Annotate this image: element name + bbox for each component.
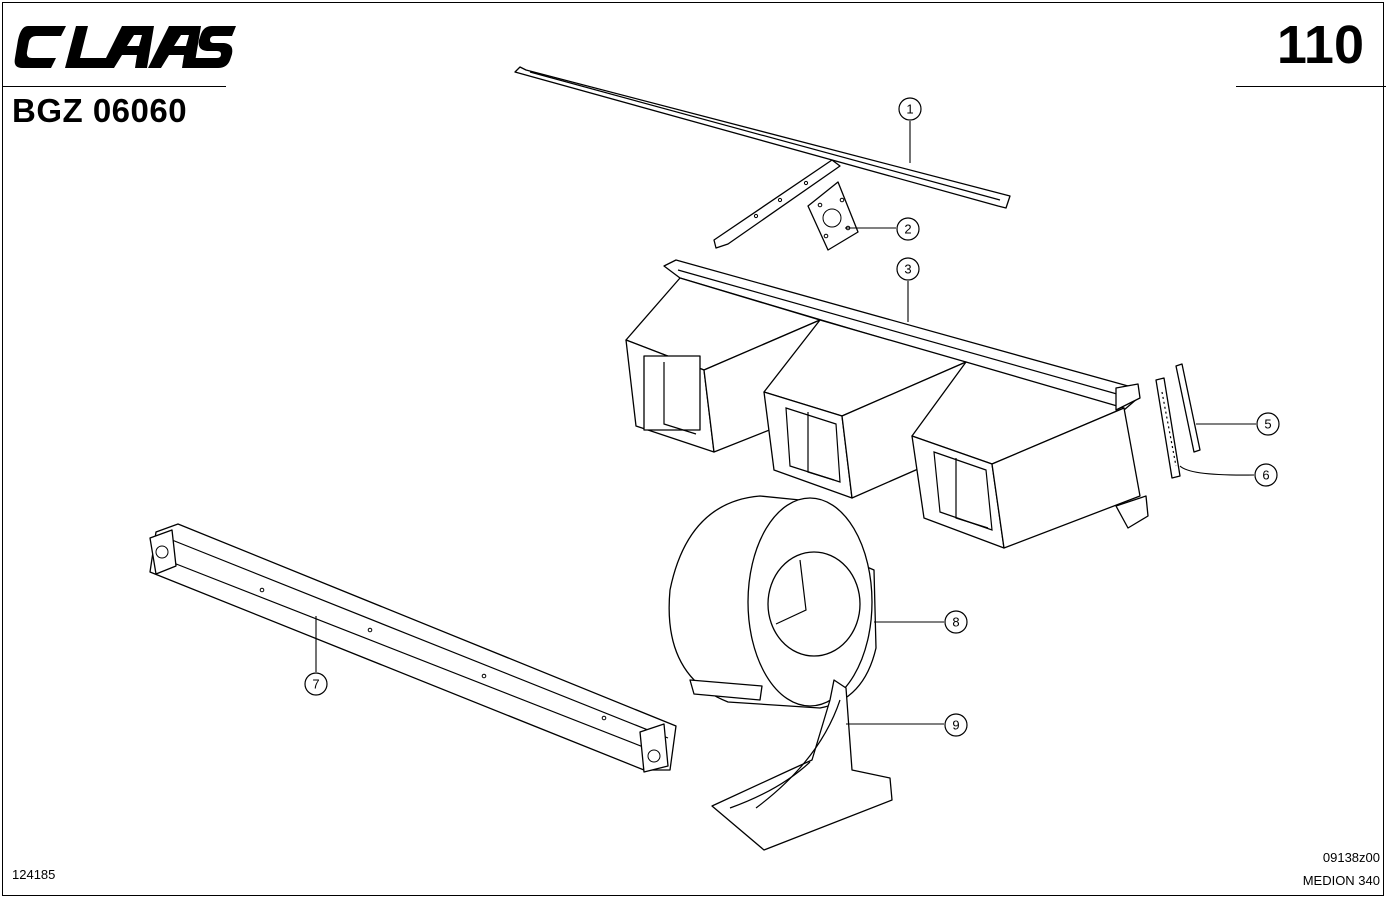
document-number: 124185 [12,867,56,882]
part-9-fan-base [711,679,893,851]
callout-3-label: 3 [904,262,911,277]
claas-logo [14,26,236,68]
part-5-strip [1175,363,1201,453]
callout-7-label: 7 [312,677,319,692]
callout-8-label: 8 [952,615,959,630]
part-3-duct-housing [625,259,1149,549]
part-7-beam [149,523,677,773]
callout-3 [896,257,920,281]
group-code: BGZ 06060 [12,92,188,129]
callout-6-label: 6 [1262,468,1269,483]
callout-2 [896,217,920,241]
part-1-rail [514,66,1011,249]
callout-5-label: 5 [1264,417,1271,432]
callout-9-label: 9 [952,718,959,733]
callout-1 [898,97,922,121]
header-rule-right [1236,86,1386,87]
drawing-number: 09138z00 [1322,850,1380,865]
page-number: 110 [1276,15,1364,75]
callout-2-label: 2 [904,222,911,237]
callout-7 [304,672,328,696]
callout-8 [944,610,968,634]
part-8-fan-housing [668,495,877,709]
part-6-strip [1155,377,1181,479]
part-2-plate [807,181,859,251]
callout-9 [944,713,968,737]
callouts: 1 2 3 5 6 7 8 9 [304,97,1280,737]
callout-1-label: 1 [906,102,913,117]
callout-6 [1254,463,1278,487]
callout-5 [1256,412,1280,436]
header-rule-left [2,86,226,87]
model-name: MEDION 340 [1302,873,1380,888]
